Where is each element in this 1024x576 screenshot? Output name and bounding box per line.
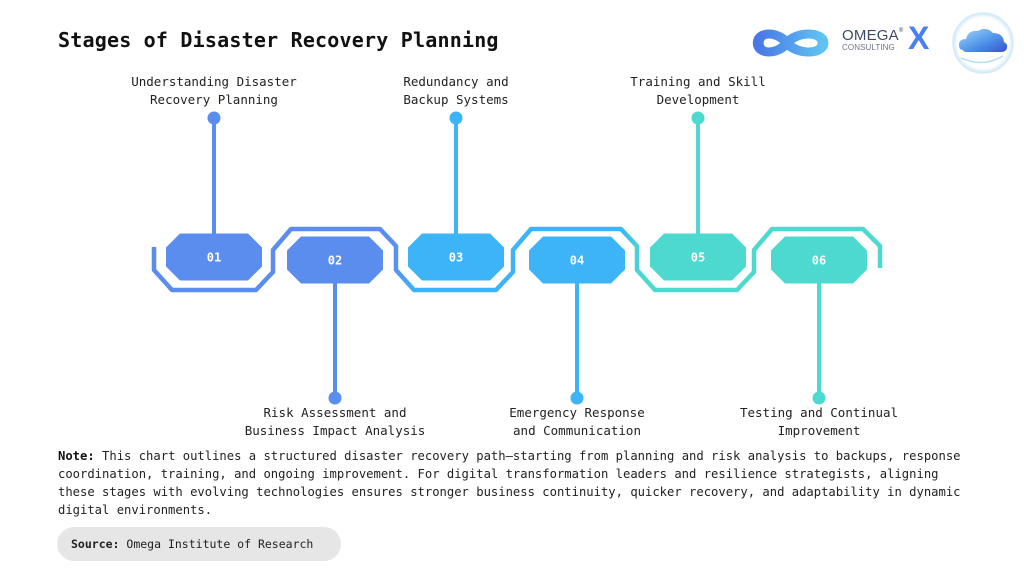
- stage-number: 05: [691, 251, 705, 265]
- stage-label-line1: Training and Skill: [630, 74, 766, 89]
- stage-number: 04: [570, 254, 584, 268]
- stage-octagon: [408, 233, 504, 281]
- source-text: Omega Institute of Research: [126, 537, 314, 551]
- stage-octagon: [166, 233, 262, 281]
- note-label: Note:: [58, 449, 95, 463]
- infinity-logo-icon: [752, 29, 829, 57]
- stage-octagon: [650, 233, 746, 281]
- stage-label-line1: Emergency Response: [509, 405, 645, 420]
- stage-04: 04: [529, 236, 625, 405]
- stage-dot: [207, 111, 221, 125]
- stage-number: 03: [449, 251, 463, 265]
- stage-dot: [328, 391, 342, 405]
- stage-01: 01: [166, 111, 262, 281]
- source-label: Source:: [71, 537, 120, 551]
- stage-number: 02: [328, 254, 342, 268]
- stage-dot: [691, 111, 705, 125]
- connecting-outline-path: [151, 226, 883, 293]
- stage-octagon: [287, 236, 383, 284]
- stage-05: 05: [650, 111, 746, 281]
- stage-06: 06: [771, 236, 867, 405]
- collaboration-x: X: [908, 20, 930, 56]
- brand-wordmark: OMEGA® CONSULTING: [842, 28, 903, 52]
- stage-label-line1: Risk Assessment and: [263, 405, 407, 420]
- stage-number: 01: [207, 251, 221, 265]
- stage-dot: [812, 391, 826, 405]
- stage-label-line2: Backup Systems: [403, 91, 509, 107]
- registered-mark: ®: [898, 28, 904, 34]
- stage-dot: [449, 111, 463, 125]
- stage-03: 03: [408, 111, 504, 281]
- stage-label-line1: Testing and Continual: [739, 405, 899, 420]
- stage-label-line1: Redundancy and: [403, 74, 509, 89]
- source-badge: Source: Omega Institute of Research: [57, 527, 341, 561]
- brand-subtitle: CONSULTING: [842, 43, 895, 52]
- stage-label-line2: Improvement: [777, 422, 861, 438]
- stage-02: 02: [287, 236, 383, 405]
- cloud-icon: [952, 12, 1014, 74]
- stage-number: 06: [812, 254, 826, 268]
- stage-label-line2: Recovery Planning: [150, 91, 278, 107]
- note-text: This chart outlines a structured disaste…: [58, 449, 961, 517]
- stage-label-line2: Business Impact Analysis: [244, 422, 426, 438]
- logo-area: [752, 12, 1014, 74]
- stage-octagon: [529, 236, 625, 284]
- stage-label-line1: Understanding Disaster: [131, 74, 297, 89]
- stage-label: Emergency Response and Communication: [509, 404, 644, 439]
- stage-octagon: [771, 236, 867, 284]
- stage-dot: [570, 391, 584, 405]
- stage-label-line2: Development: [656, 91, 740, 107]
- note-paragraph: Note: This chart outlines a structured d…: [58, 447, 978, 519]
- page-title: Stages of Disaster Recovery Planning: [58, 28, 499, 52]
- stage-label-line2: and Communication: [513, 422, 641, 438]
- brand-name: OMEGA: [842, 27, 899, 44]
